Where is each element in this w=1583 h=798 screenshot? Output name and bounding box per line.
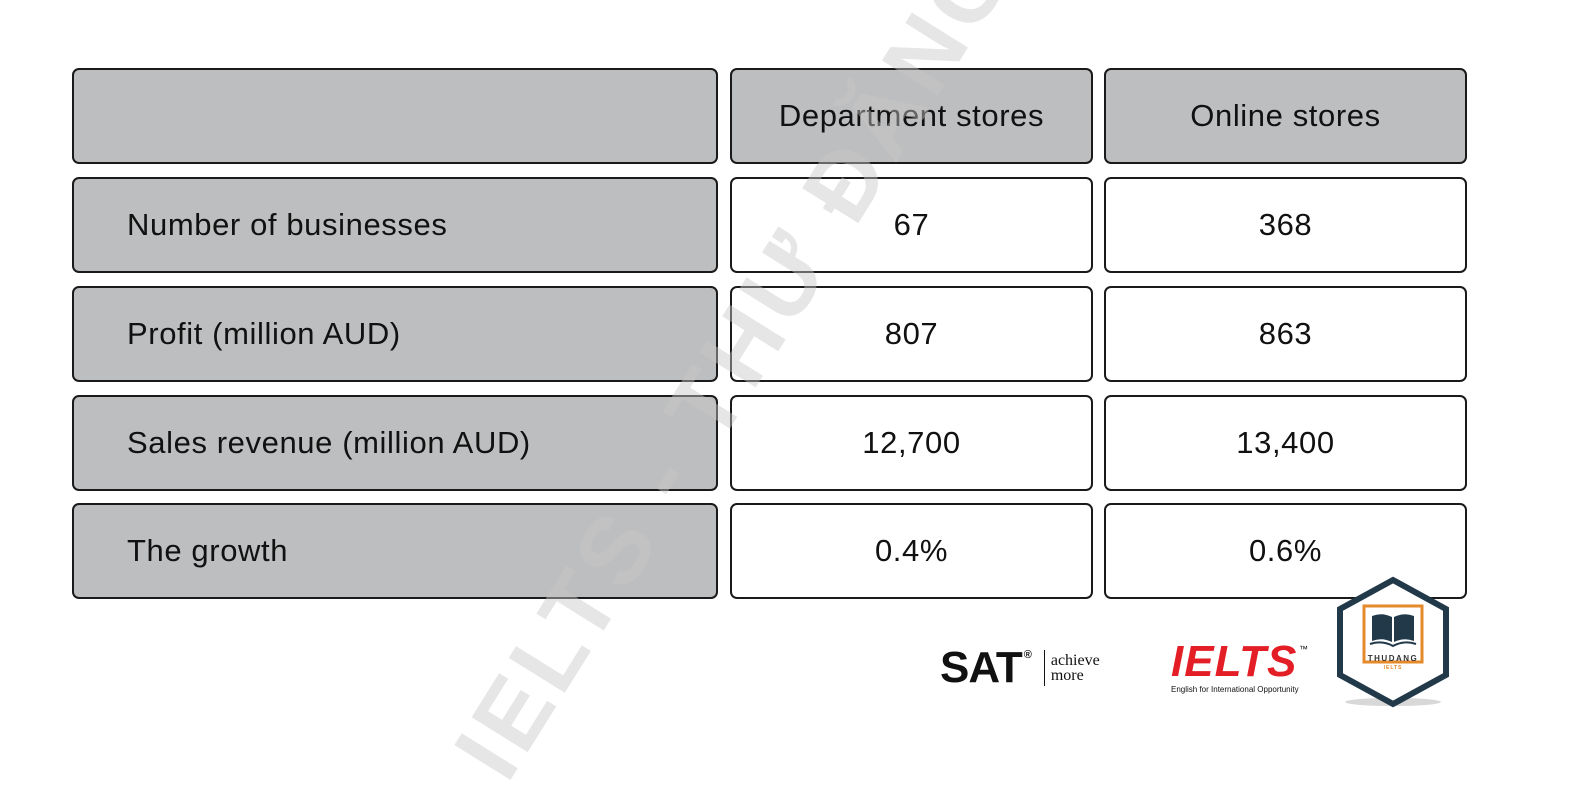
row-label-sales-revenue: Sales revenue (million AUD): [72, 395, 718, 491]
thudang-badge-logo: THUDANG IELTS: [1334, 576, 1452, 708]
cell-online-businesses: 368: [1104, 177, 1467, 273]
badge-subtitle: IELTS: [1383, 665, 1403, 671]
cell-department-sales-revenue: 12,700: [730, 395, 1093, 491]
ielts-trademark: ™: [1299, 644, 1308, 654]
cell-department-growth: 0.4%: [730, 503, 1093, 599]
sat-tagline-line-2: more: [1050, 667, 1084, 684]
sat-tagline: achieve more: [1050, 652, 1131, 684]
row-label-number-of-businesses: Number of businesses: [72, 177, 718, 273]
ielts-logo: IELTS ™ English for International Opport…: [1171, 640, 1311, 696]
cell-department-profit: 807: [730, 286, 1093, 382]
sat-registered-mark: ®: [1023, 649, 1032, 661]
sat-divider: [1043, 650, 1045, 686]
row-label-profit: Profit (million AUD): [72, 286, 718, 382]
column-header-online-stores: Online stores: [1104, 68, 1467, 164]
cell-department-businesses: 67: [730, 177, 1093, 273]
ielts-logo-subtitle: English for International Opportunity: [1171, 685, 1299, 694]
hexagon-badge-icon: [1337, 576, 1449, 708]
cell-online-sales-revenue: 13,400: [1104, 395, 1467, 491]
sat-logo-word: SAT: [940, 643, 1023, 692]
cell-online-profit: 863: [1104, 286, 1467, 382]
sat-tagline-line-1: achieve: [1050, 652, 1100, 669]
sat-logo: SAT ® achieve more: [940, 643, 1131, 693]
row-label-growth: The growth: [72, 503, 718, 599]
ielts-logo-word: IELTS: [1171, 637, 1298, 686]
table-header-corner: [72, 68, 718, 164]
badge-name: THUDANG: [1367, 654, 1419, 663]
cell-online-growth: 0.6%: [1104, 503, 1467, 599]
column-header-department-stores: Department stores: [730, 68, 1093, 164]
